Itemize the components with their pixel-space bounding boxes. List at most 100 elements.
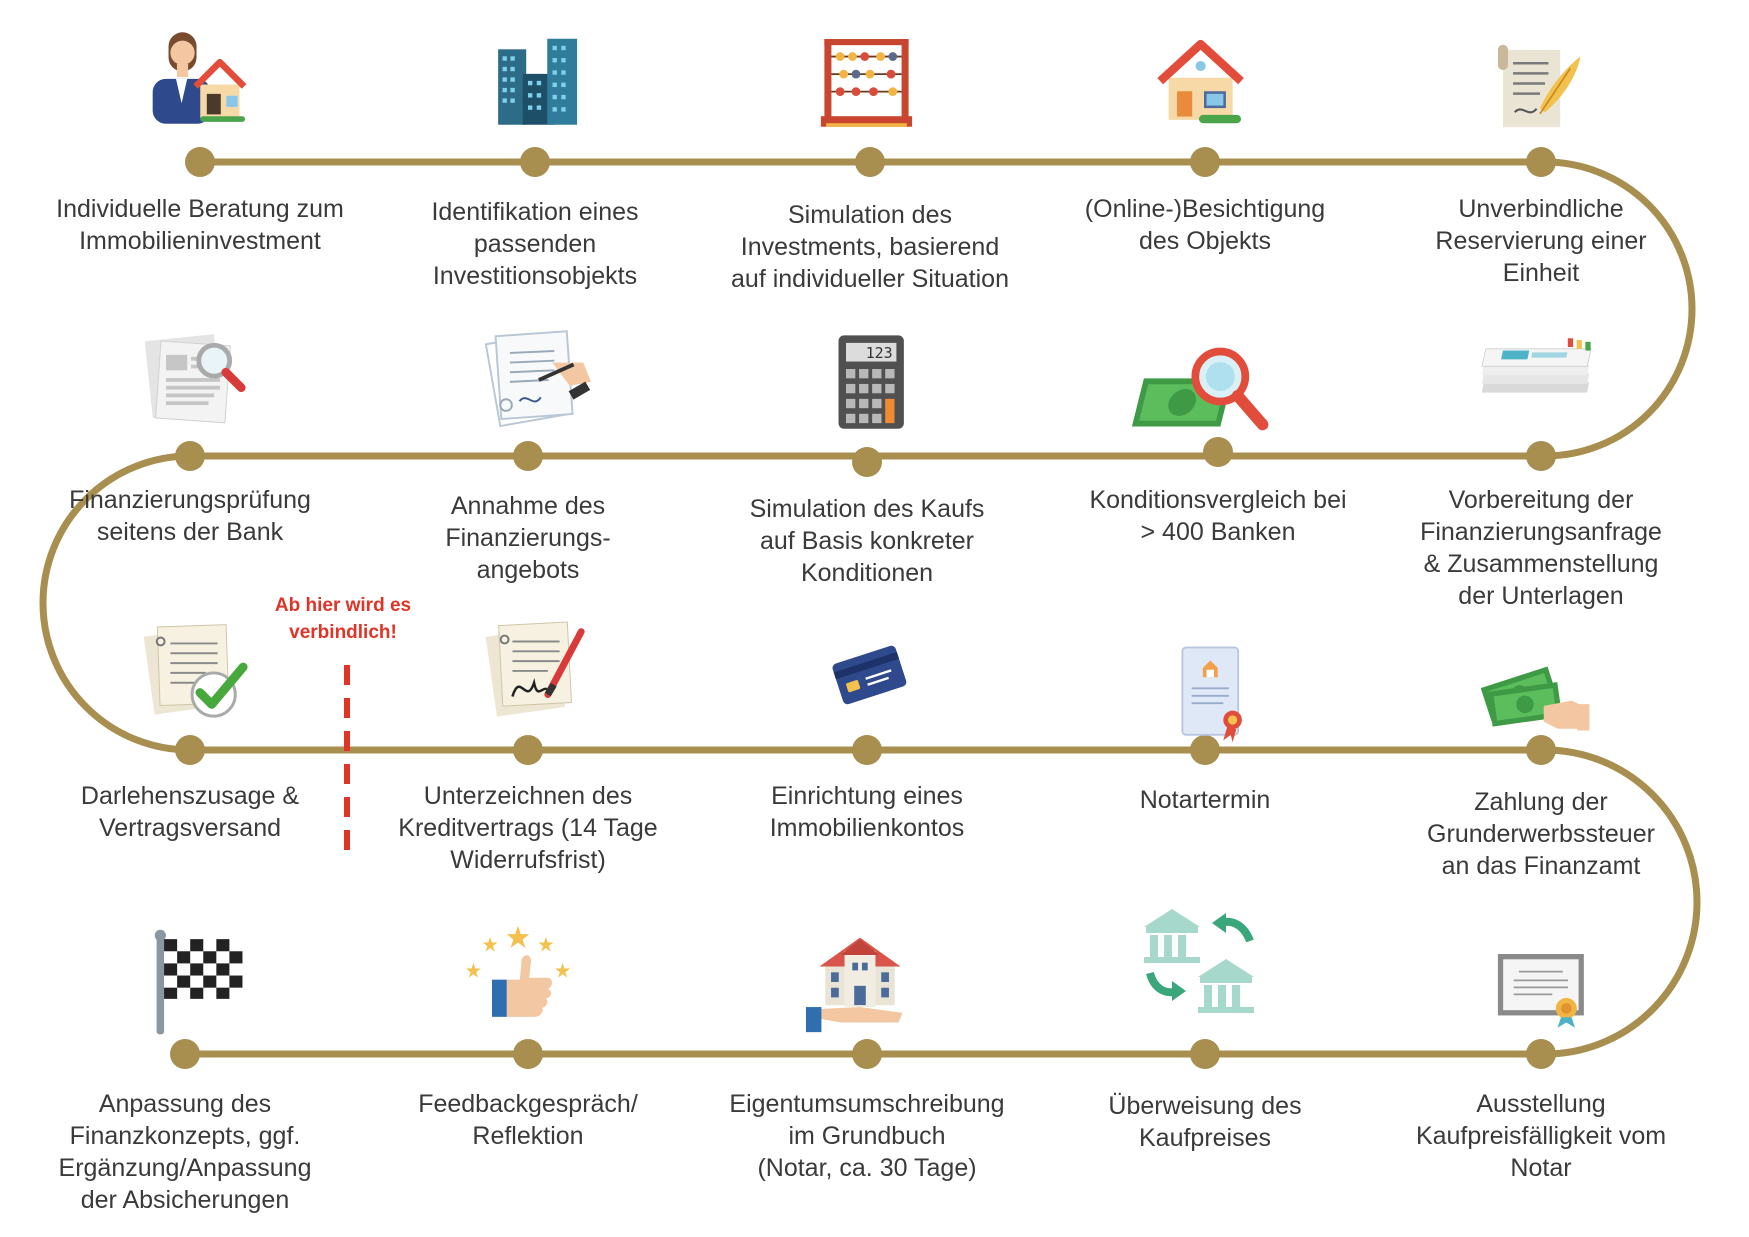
step-marker — [170, 1039, 200, 1069]
step-label-line: seitens der Bank — [96, 518, 284, 546]
step-label-line: Finanzierungsprüfung — [69, 486, 311, 514]
step-label-line: Unverbindliche — [1458, 195, 1624, 223]
step-label-line: Notartermin — [1139, 786, 1271, 814]
step-label-line: Ausstellung — [1476, 1090, 1606, 1118]
binding-warning-line-2: verbindlich! — [289, 622, 397, 643]
diploma-icon — [1497, 954, 1584, 1028]
step-label-line: Kaufpreises — [1138, 1124, 1272, 1152]
thumbs-up-stars-icon — [465, 925, 571, 1017]
step-marker — [1526, 735, 1556, 765]
house-icon — [1157, 39, 1244, 124]
step-label-line: Finanzierungsanfrage — [1420, 518, 1662, 546]
step-marker — [1190, 1039, 1220, 1069]
step-label-line: Simulation des — [788, 201, 952, 229]
step-label: Feedbackgespräch/Reflektion — [363, 1088, 693, 1152]
step-label-line: Einheit — [1502, 259, 1580, 287]
step-label-line: Widerrufsfrist) — [450, 846, 606, 874]
step-label-line: > 400 Banken — [1140, 518, 1296, 546]
step-marker — [852, 1039, 882, 1069]
step-label-line: (Notar, ca. 30 Tage) — [757, 1154, 977, 1182]
step-label-line: Feedbackgespräch/ — [418, 1090, 638, 1118]
bank-transfer-icon — [1144, 909, 1254, 1013]
calculator-icon: 123 — [838, 335, 904, 429]
document-stack-icon — [1481, 338, 1592, 393]
svg-text:123: 123 — [866, 344, 893, 362]
step-label-line: & Zusammenstellung — [1423, 550, 1659, 578]
step-label: Finanzierungsprüfung seitens der Bank — [25, 484, 355, 548]
track-line — [39, 158, 1701, 1058]
step-label-line: Reservierung einer — [1435, 227, 1647, 255]
certificate-icon — [1181, 646, 1242, 743]
step-label: Eigentumsumschreibung im Grundbuch (Notar,… — [702, 1088, 1032, 1184]
approved-documents-icon — [143, 624, 248, 718]
document-search-icon — [144, 334, 246, 424]
step-label-line: Eigentumsumschreibung — [729, 1090, 1005, 1118]
step-label-line: der Unterlagen — [1458, 582, 1624, 610]
step-marker — [513, 735, 543, 765]
step-label-line: passenden — [473, 230, 597, 258]
step-marker — [513, 441, 543, 471]
step-marker — [513, 1039, 543, 1069]
step-marker — [852, 447, 882, 477]
signed-contract-icon — [485, 621, 585, 717]
step-marker — [185, 147, 215, 177]
step-label-line: Finanzkonzepts, ggf. — [69, 1122, 301, 1150]
step-label-line: Individuelle Beratung zum — [56, 195, 344, 223]
step-label-line: an das Finanzamt — [1441, 852, 1641, 880]
step-label-line: der Absicherungen — [80, 1186, 290, 1214]
step-marker — [1526, 147, 1556, 177]
step-label-line: Investments, basierend — [740, 233, 1000, 261]
hand-money-icon — [1480, 666, 1590, 731]
signing-contract-icon — [484, 330, 591, 428]
step-label-line: Einrichtung eines — [771, 782, 963, 810]
step-label-line: auf Basis konkreter — [760, 527, 974, 555]
step-label-line: Kaufpreisfälligkeit vom — [1415, 1122, 1667, 1150]
advisor-house-icon — [152, 32, 247, 124]
money-magnifier-icon — [1131, 347, 1269, 431]
step-label-line: angebots — [476, 556, 580, 584]
step-label-line: Kreditvertrags (14 Tage — [398, 814, 658, 842]
step-marker — [1526, 1039, 1556, 1069]
step-label-line: Konditionen — [800, 559, 934, 587]
step-label: Notartermin — [1040, 784, 1370, 816]
step-label-line: im Grundbuch — [788, 1122, 946, 1150]
step-label-line: Grunderwerbssteuer — [1427, 820, 1655, 848]
quill-document-icon — [1497, 44, 1581, 128]
step-marker — [520, 147, 550, 177]
step-label-line: Simulation des Kaufs — [749, 495, 985, 523]
step-label-line: Konditionsvergleich bei — [1089, 486, 1347, 514]
step-label-line: Finanzierungs- — [445, 524, 611, 552]
step-marker — [855, 147, 885, 177]
step-label-line: Investitionsobjekts — [432, 262, 638, 290]
step-label-line: Vorbereitung der — [1448, 486, 1634, 514]
step-label-line: auf individueller Situation — [731, 265, 1009, 293]
step-label-line: Ergänzung/Anpassung — [58, 1154, 312, 1182]
step-label: Darlehenszusage &Vertragsversand — [25, 780, 355, 844]
step-label-line: Anpassung des — [98, 1090, 272, 1118]
step-marker — [1190, 735, 1220, 765]
step-label-line: des Objekts — [1138, 227, 1271, 255]
step-label-line: Reflektion — [472, 1122, 584, 1150]
step-label-line: Identifikation eines — [431, 198, 639, 226]
city-buildings-icon — [498, 38, 578, 125]
step-label-line: Vertragsversand — [98, 814, 282, 842]
step-label-line: Immobilieninvestment — [79, 227, 321, 255]
step-label-line: (Online-)Besichtigung — [1084, 195, 1326, 223]
step-label: (Online-)Besichtigung des Objekts — [1040, 193, 1370, 257]
step-marker — [1190, 147, 1220, 177]
step-marker — [175, 735, 205, 765]
step-marker — [1203, 437, 1233, 467]
step-label: Konditionsvergleich bei > 400 Banken — [1053, 484, 1383, 548]
